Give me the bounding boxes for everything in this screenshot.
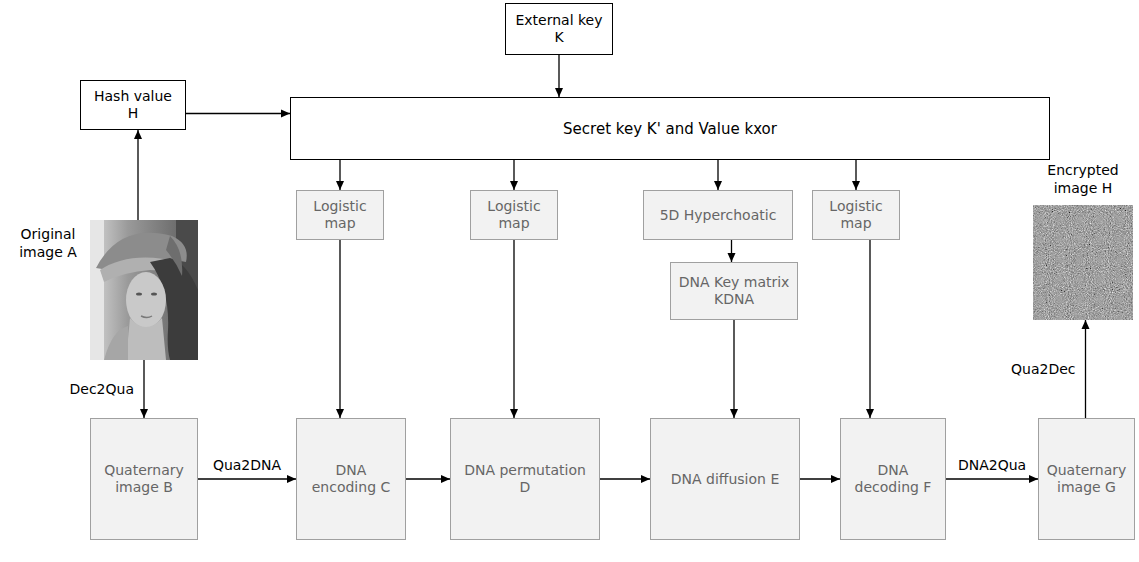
flow-arrow — [731, 240, 732, 262]
flow-arrow — [800, 478, 840, 479]
flow-arrow — [869, 240, 870, 418]
flow-arrow — [339, 240, 340, 418]
box-label: DNA permutation D — [457, 462, 593, 496]
flow-arrow — [406, 478, 450, 479]
key-box: External key K — [505, 3, 613, 55]
flow-arrow — [137, 130, 138, 220]
chaotic-map-box: Logistic map — [296, 190, 384, 240]
box-label: Quaternary image B — [97, 462, 191, 496]
chaotic-map-box: 5D Hyperchoatic — [643, 190, 793, 240]
box-label: Secret key K' and Value kxor — [297, 120, 1043, 138]
image-frame: Encrypted image H — [1033, 205, 1133, 320]
process-box: Quaternary image B — [90, 418, 198, 540]
box-label: DNA encoding C — [303, 462, 399, 496]
flow-arrow — [733, 320, 734, 418]
flow-arrow — [946, 478, 1038, 479]
flow-arrow — [855, 160, 856, 190]
box-label: Logistic map — [303, 198, 377, 232]
box-label: Logistic map — [819, 198, 893, 232]
flow-arrow — [339, 160, 340, 190]
edge-label: Qua2Dec — [1009, 361, 1077, 378]
flow-arrow — [717, 160, 718, 190]
edge-label: Dec2Qua — [68, 381, 136, 398]
original-image-picture — [90, 220, 198, 360]
chaotic-map-box: Logistic map — [812, 190, 900, 240]
hash-box: Hash value H — [80, 80, 186, 130]
secret-key-band: Secret key K' and Value kxor — [290, 97, 1050, 160]
box-label: DNA Key matrix KDNA — [677, 274, 791, 308]
box-label: 5D Hyperchoatic — [650, 207, 786, 224]
key-matrix-box: DNA Key matrix KDNA — [670, 262, 798, 320]
flow-arrow — [186, 113, 290, 114]
process-box: DNA encoding C — [296, 418, 406, 540]
process-box: DNA diffusion E — [650, 418, 800, 540]
edge-label: Qua2DNA — [211, 457, 283, 474]
edge-label: DNA2Qua — [956, 457, 1028, 474]
chaotic-map-box: Logistic map — [470, 190, 558, 240]
encrypted-noise-texture — [1033, 205, 1133, 320]
box-label: External key K — [512, 12, 606, 46]
box-label: Hash value H — [87, 88, 179, 122]
process-box: DNA decoding F — [840, 418, 946, 540]
flow-arrow — [600, 478, 650, 479]
flow-arrow — [143, 360, 144, 418]
image-caption: Encrypted image H — [1038, 162, 1128, 197]
image-frame: Original image A — [90, 220, 198, 360]
image-caption: Original image A — [12, 226, 84, 261]
flow-arrow — [558, 55, 559, 97]
flow-arrow — [513, 240, 514, 418]
flow-arrow — [198, 478, 296, 479]
process-box: Quaternary image G — [1038, 418, 1135, 540]
box-label: Quaternary image G — [1045, 462, 1128, 496]
process-box: DNA permutation D — [450, 418, 600, 540]
box-label: DNA decoding F — [847, 462, 939, 496]
encrypted-noise-picture — [1033, 205, 1133, 320]
box-label: DNA diffusion E — [657, 471, 793, 488]
box-label: Logistic map — [477, 198, 551, 232]
flow-arrow — [1085, 320, 1086, 418]
flow-arrow — [513, 160, 514, 190]
